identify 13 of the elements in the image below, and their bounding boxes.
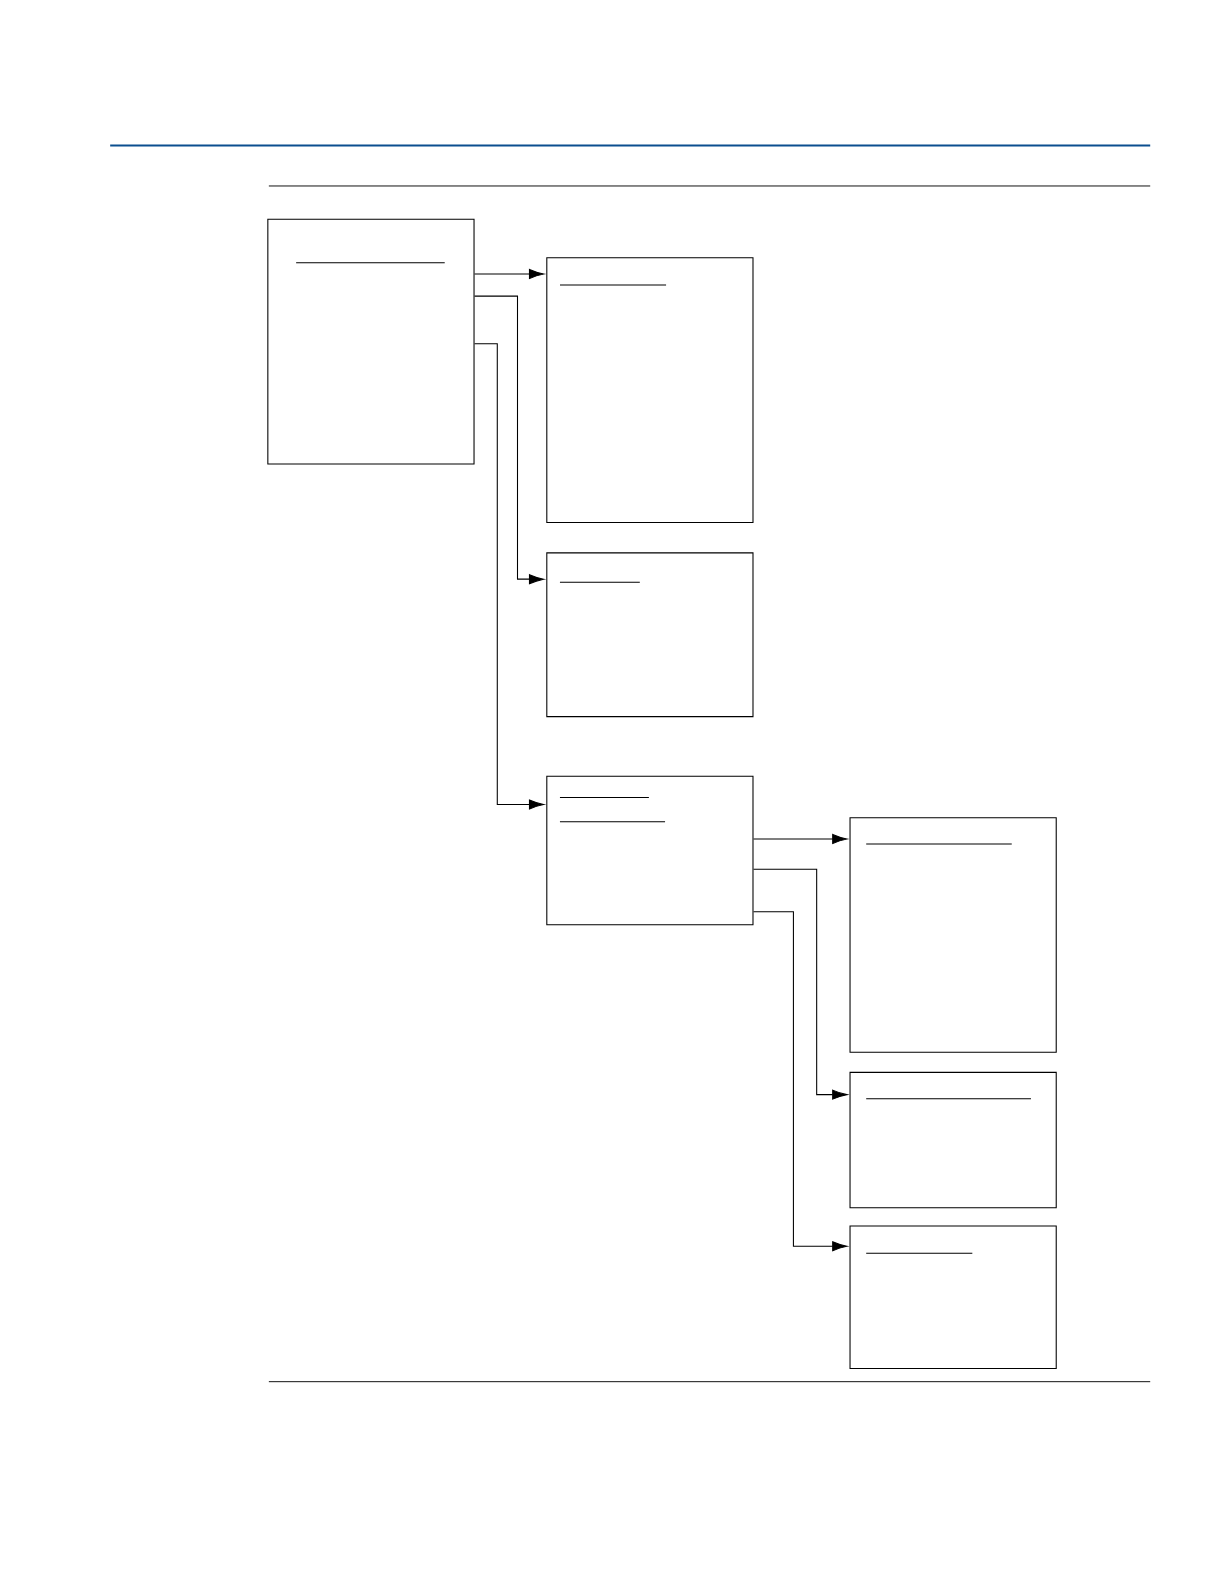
arrow	[474, 343, 545, 810]
arrow	[753, 868, 848, 1100]
process-box	[546, 257, 754, 524]
arrow	[474, 295, 545, 585]
arrow	[474, 268, 545, 279]
process-box	[267, 218, 475, 465]
arrow	[753, 833, 848, 844]
arrow	[753, 911, 848, 1252]
process-box	[849, 1071, 1057, 1209]
process-box	[849, 817, 1057, 1053]
process-box	[546, 775, 754, 926]
process-box	[849, 1225, 1057, 1370]
process-box	[546, 552, 754, 718]
